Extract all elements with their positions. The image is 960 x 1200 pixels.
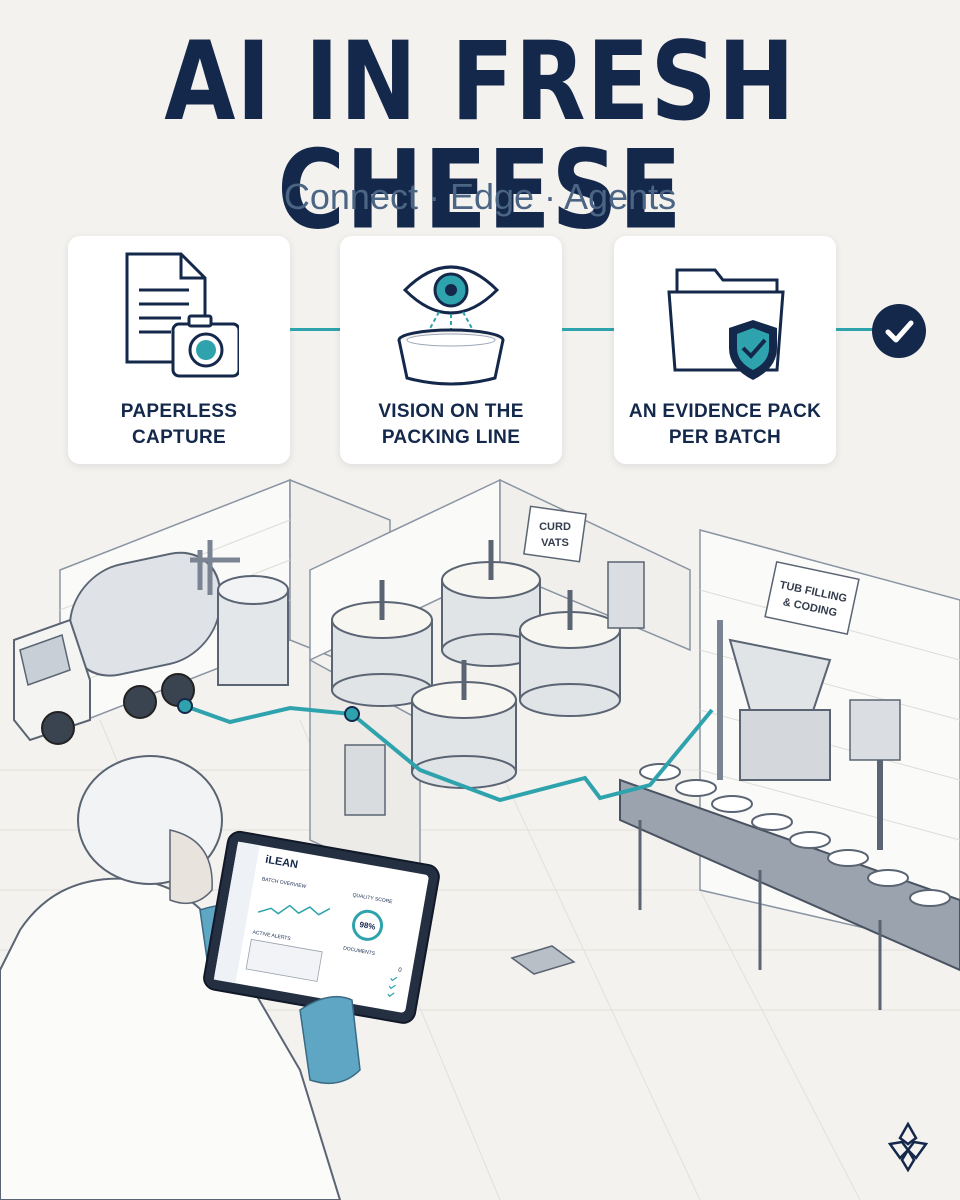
milk-tanker-truck [13, 551, 221, 745]
card-line-1: AN EVIDENCE PACK [628, 401, 822, 422]
door [344, 744, 386, 816]
folder-shield-icon [667, 268, 785, 380]
card-paperless-capture: PAPERLESS CAPTURE [68, 236, 290, 464]
brand-logo-icon [887, 1121, 929, 1173]
tablet-brand: iLEAN [264, 854, 299, 872]
conveyor-belt [619, 778, 960, 1010]
card-line-1: VISION ON THE [378, 401, 524, 422]
data-node [177, 698, 193, 714]
tub-filler-machine [717, 620, 901, 850]
tablet-score-ring [352, 909, 384, 941]
control-panel [607, 561, 645, 629]
card-vision-packing-line: VISION ON THE PACKING LINE [340, 236, 562, 464]
sign-vats-line-2: VATS [541, 537, 569, 549]
page-subtitle: Connect · Edge · Agents [283, 176, 677, 217]
tablet-documents-count: 0 [398, 967, 403, 974]
document-camera-icon [125, 252, 239, 378]
tablet-score-value: 98% [359, 920, 376, 932]
eye-tub-icon [397, 265, 505, 386]
silo-tank [190, 540, 289, 686]
sign-curd-vats: CURD VATS [523, 505, 587, 563]
curd-vat [519, 590, 621, 717]
connector-line [836, 328, 874, 331]
tablet-trend-chart [257, 904, 331, 916]
data-flow-line [184, 704, 714, 803]
card-line-1: PAPERLESS [120, 401, 238, 422]
connector-line [290, 328, 340, 331]
card-line-2: PER BATCH [668, 427, 782, 448]
tablet-documents: DOCUMENTS [343, 945, 376, 957]
card-line-2: CAPTURE [132, 427, 226, 448]
data-node [344, 706, 360, 722]
page-title: AI IN FRESH CHEESE [164, 18, 796, 254]
factory-scene: CURD VATS [0, 478, 960, 1200]
check-circle-icon [872, 304, 926, 358]
curd-vat [331, 580, 433, 707]
card-line-2: PACKING LINE [381, 427, 521, 448]
tablet-device: iLEAN BATCH OVERVIEW QUALITY SCORE 98% A… [203, 830, 440, 1024]
connector-line [562, 328, 614, 331]
sign-tub-filling: TUB FILLING & CODING [764, 560, 860, 636]
sign-vats-line-1: CURD [539, 521, 571, 533]
cheese-tubs [639, 763, 951, 907]
floor-drain [510, 945, 576, 975]
card-evidence-pack: AN EVIDENCE PACK PER BATCH [614, 236, 836, 464]
glove-right [299, 995, 361, 1085]
curd-vat [411, 660, 517, 789]
